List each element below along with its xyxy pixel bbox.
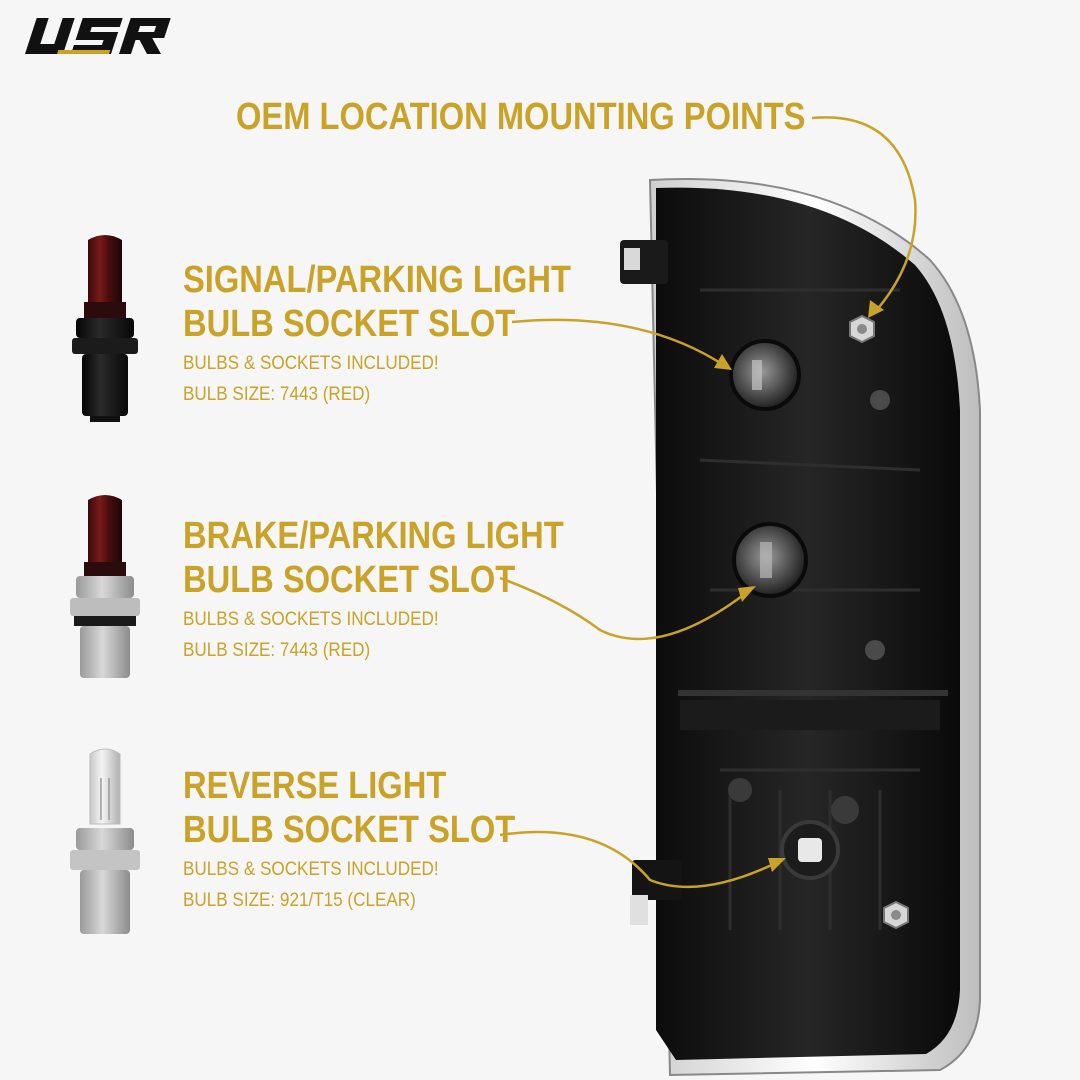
tail-lamp-housing bbox=[620, 178, 981, 1077]
callout-note: BULBS & SOCKETS INCLUDED! bbox=[183, 353, 439, 374]
callout-title-line1: REVERSE LIGHT bbox=[183, 765, 447, 807]
mounting-points-title: OEM LOCATION MOUNTING POINTS bbox=[236, 96, 806, 138]
callout-bulb-size: BULB SIZE: 7443 (RED) bbox=[183, 640, 371, 661]
usr-logo bbox=[25, 18, 171, 54]
clear-bulb-gray-socket-icon bbox=[70, 748, 140, 934]
callout-bulb-size: BULB SIZE: 921/T15 (CLEAR) bbox=[183, 890, 416, 911]
callout-title-line2: BULB SOCKET SLOT bbox=[183, 809, 516, 851]
red-bulb-black-socket-icon bbox=[72, 235, 138, 422]
callout-title-line2: BULB SOCKET SLOT bbox=[183, 559, 516, 601]
brake-parking-callout: BRAKE/PARKING LIGHT BULB SOCKET SLOT BUL… bbox=[183, 514, 626, 664]
callout-title-line1: BRAKE/PARKING LIGHT bbox=[183, 515, 564, 557]
callout-note: BULBS & SOCKETS INCLUDED! bbox=[183, 859, 439, 880]
callout-title-line2: BULB SOCKET SLOT bbox=[183, 303, 516, 345]
red-bulb-gray-socket-icon bbox=[70, 495, 140, 678]
callout-title-line1: SIGNAL/PARKING LIGHT bbox=[183, 259, 571, 301]
callout-bulb-size: BULB SIZE: 7443 (RED) bbox=[183, 384, 371, 405]
callout-note: BULBS & SOCKETS INCLUDED! bbox=[183, 609, 439, 630]
reverse-light-callout: REVERSE LIGHT BULB SOCKET SLOT BULBS & S… bbox=[183, 764, 569, 914]
signal-parking-callout: SIGNAL/PARKING LIGHT BULB SOCKET SLOT BU… bbox=[183, 258, 634, 408]
